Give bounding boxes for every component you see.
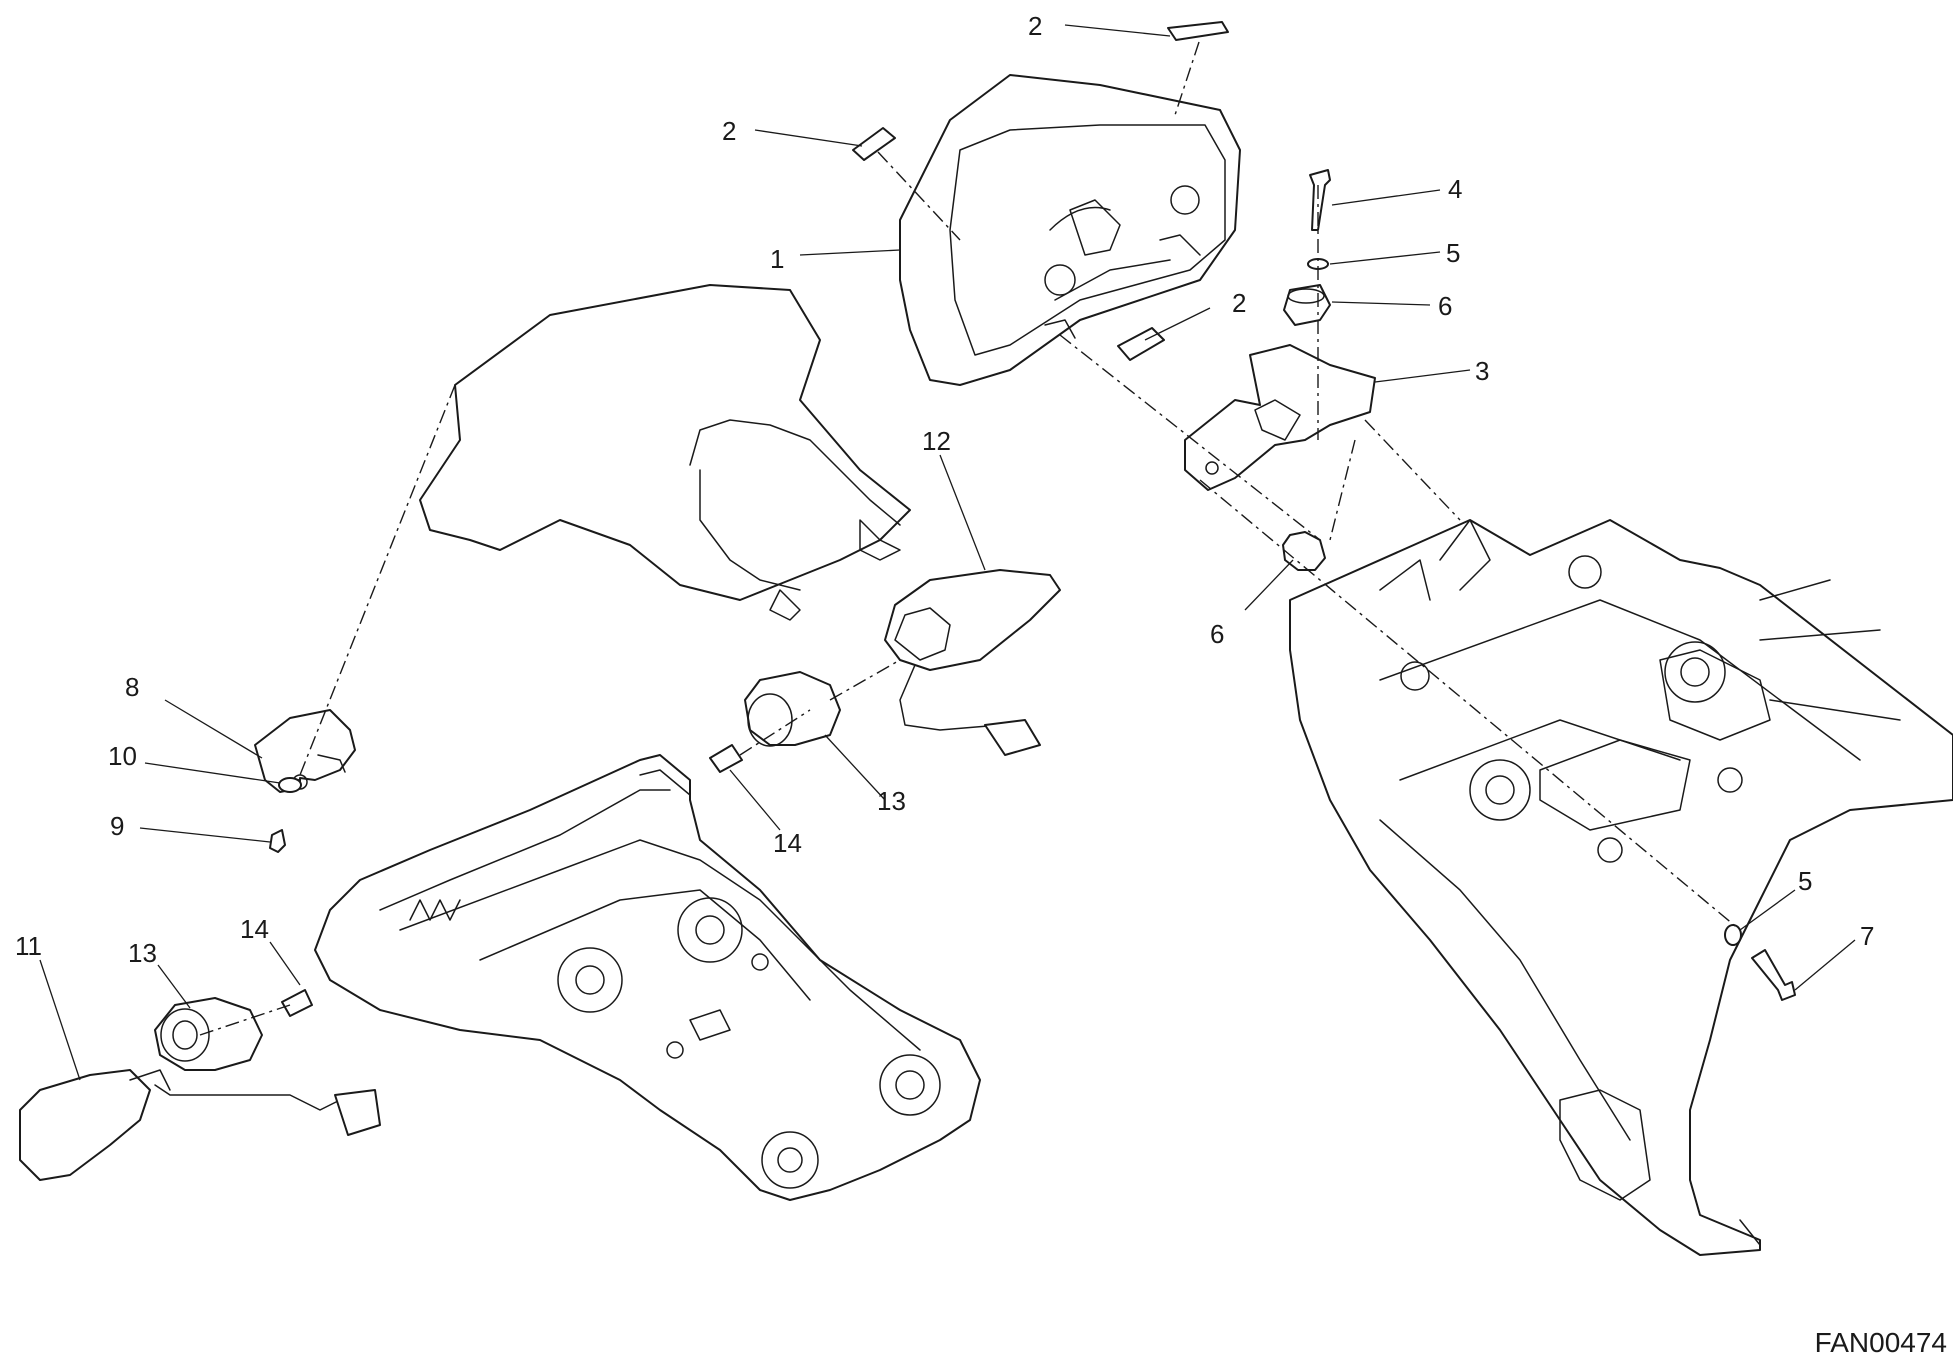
callout-1: 1 <box>770 244 784 274</box>
callout-13-upper: 13 <box>877 786 906 816</box>
grommet-6-upper <box>1283 284 1331 326</box>
callout-7: 7 <box>1860 921 1874 951</box>
callout-labels: 1 2 2 2 3 4 5 5 6 6 7 8 9 10 11 12 13 13… <box>15 11 1874 968</box>
callout-5-lower: 5 <box>1798 866 1812 896</box>
dashboard-bracket <box>1184 344 1376 491</box>
bracket-8 <box>254 709 356 793</box>
callout-14-upper: 14 <box>773 828 802 858</box>
assembly-lines <box>199 41 1741 1036</box>
leader-lines <box>39 24 1856 1081</box>
turn-indicator-right <box>884 569 1061 756</box>
callout-11: 11 <box>15 931 42 961</box>
callout-6-lower: 6 <box>1210 619 1224 649</box>
screw-4 <box>1309 169 1331 231</box>
callout-4: 4 <box>1448 174 1462 204</box>
turn-indicator-left <box>19 1069 381 1181</box>
instrument-cluster <box>899 74 1241 386</box>
callout-12: 12 <box>922 426 951 456</box>
drawing-code: FAN00474 <box>1814 1327 1947 1358</box>
callout-14-lower: 14 <box>240 914 269 944</box>
license-plate-holder <box>314 754 981 1201</box>
callout-13-lower: 13 <box>128 938 157 968</box>
callout-8: 8 <box>125 672 139 702</box>
washer-5-lower <box>1724 924 1742 946</box>
rear-tail-shell <box>419 284 911 621</box>
callout-2-top: 2 <box>1028 11 1042 41</box>
callout-10: 10 <box>108 741 137 771</box>
screw-9 <box>269 829 286 853</box>
grommet-13-lower <box>154 997 263 1071</box>
callout-2-left: 2 <box>722 116 736 146</box>
callout-5-upper: 5 <box>1446 238 1460 268</box>
rear-subframe <box>1289 519 1953 1256</box>
callout-2-center: 2 <box>1232 288 1246 318</box>
callout-6-upper: 6 <box>1438 291 1452 321</box>
screw-14-upper <box>709 744 743 773</box>
washer-10 <box>278 777 302 793</box>
screw-7 <box>1751 949 1796 1001</box>
grommet-13-upper <box>744 671 841 747</box>
callout-3: 3 <box>1475 356 1489 386</box>
callout-9: 9 <box>110 811 124 841</box>
screw-14-lower <box>281 989 313 1017</box>
